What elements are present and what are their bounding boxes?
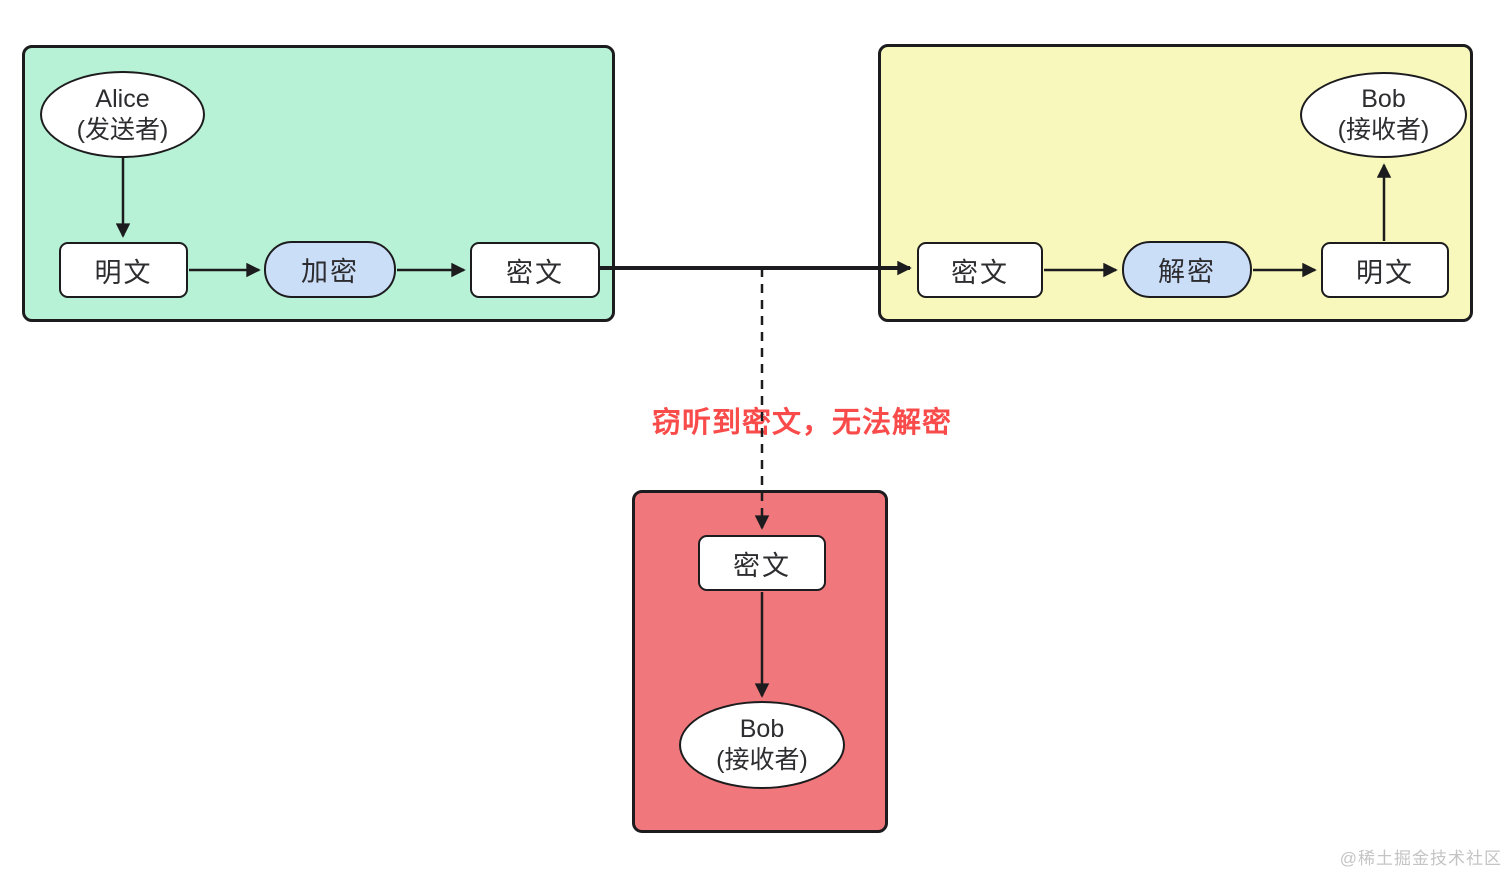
actor-bob-eavesdropper-role: (接收者) — [716, 746, 808, 774]
node-encrypt: 加密 — [264, 241, 396, 298]
actor-bob-receiver: Bob (接收者) — [1300, 72, 1467, 158]
actor-bob-receiver-name: Bob — [1361, 85, 1406, 113]
actor-bob-receiver-role: (接收者) — [1337, 116, 1430, 144]
actor-bob-eavesdropper: Bob (接收者) — [679, 701, 845, 789]
eavesdrop-annotation: 窃听到密文，无法解密 — [651, 407, 952, 439]
actor-alice-role: (发送者) — [76, 115, 169, 144]
node-ciphertext-sender: 密文 — [470, 242, 600, 298]
actor-bob-eavesdropper-name: Bob — [739, 715, 785, 743]
actor-alice: Alice (发送者) — [40, 71, 205, 158]
actor-alice-name: Alice — [95, 84, 150, 113]
node-ciphertext-eavesdropped: 密文 — [698, 535, 826, 591]
watermark: @稀土掘金技术社区 — [1339, 849, 1502, 868]
node-decrypt: 解密 — [1122, 241, 1252, 298]
node-plaintext-sender: 明文 — [59, 242, 188, 298]
node-plaintext-receiver: 明文 — [1321, 242, 1449, 298]
node-ciphertext-receiver: 密文 — [917, 242, 1043, 298]
